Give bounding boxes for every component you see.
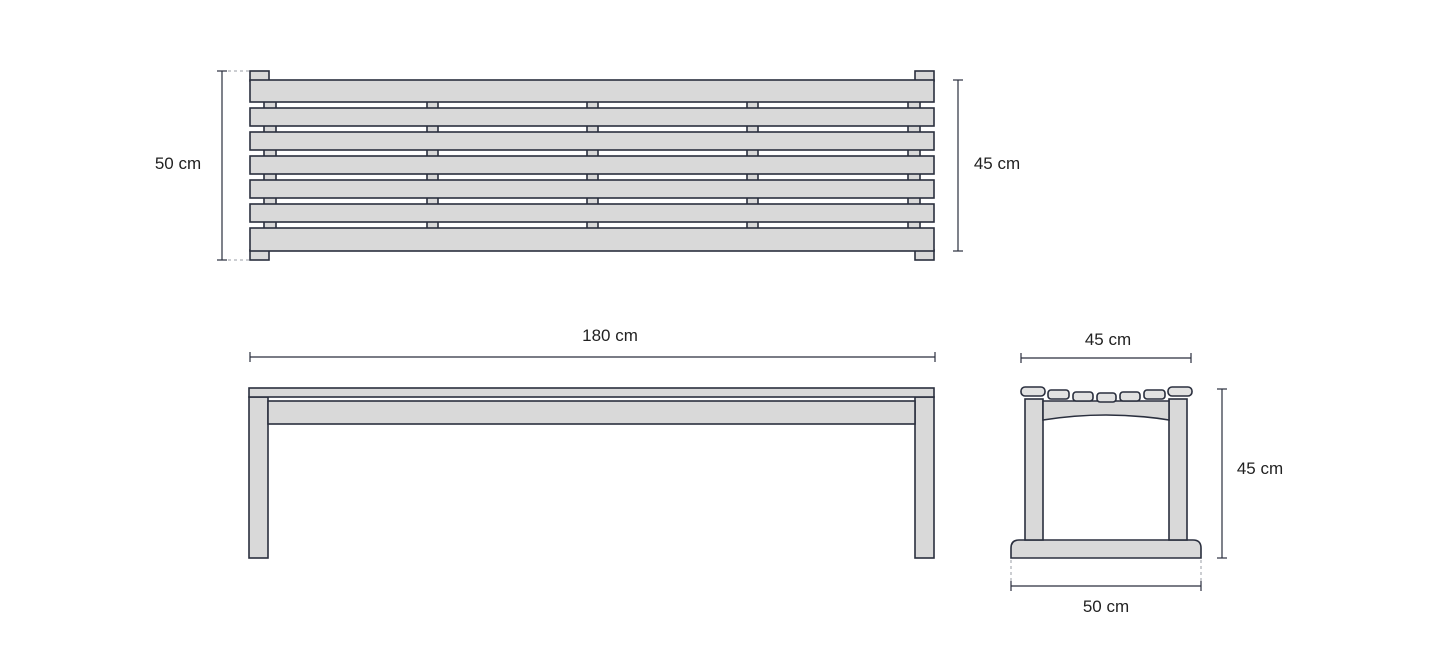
front-view: 180 cm [248, 326, 936, 559]
top-view: 50 cm 45 cm [155, 70, 1020, 261]
seat-slat [249, 155, 935, 175]
label-top-depth-outer: 50 cm [155, 154, 201, 173]
seat-slat [249, 179, 935, 199]
front-leg [248, 396, 269, 559]
side-slats [1020, 386, 1193, 403]
seat-slat [249, 203, 935, 223]
label-side-height: 45 cm [1237, 459, 1283, 478]
dimension-top-depth-seat [953, 79, 963, 252]
dimension-side-seat-depth [1020, 353, 1192, 363]
side-leg [1168, 398, 1188, 541]
side-view: 45 cm 45 cm 50 cm [1010, 330, 1283, 616]
seat-slat [249, 227, 935, 252]
label-front-length: 180 cm [582, 326, 638, 345]
label-side-seat-depth: 45 cm [1085, 330, 1131, 349]
side-base-skid [1010, 539, 1202, 559]
front-leg [914, 396, 935, 559]
dimension-side-height [1217, 388, 1227, 559]
seat-slat [249, 131, 935, 151]
side-slat [1020, 386, 1046, 397]
side-slat [1096, 392, 1117, 403]
dimension-side-base-depth [1010, 560, 1202, 591]
label-side-base-depth: 50 cm [1083, 597, 1129, 616]
seat-slat [249, 107, 935, 127]
side-slat [1119, 391, 1141, 402]
side-slat [1143, 389, 1166, 400]
seat-slat [249, 79, 935, 103]
top-view-slats [249, 79, 935, 252]
label-top-depth-seat: 45 cm [974, 154, 1020, 173]
front-apron [267, 400, 916, 425]
dimension-front-length [249, 352, 936, 362]
dimension-top-depth-outer [217, 70, 250, 261]
side-slat [1167, 386, 1193, 397]
side-leg [1024, 398, 1044, 541]
side-slat [1072, 391, 1094, 402]
front-seat-top [248, 387, 935, 398]
side-slat [1047, 389, 1070, 400]
side-seat-support [1042, 400, 1170, 421]
